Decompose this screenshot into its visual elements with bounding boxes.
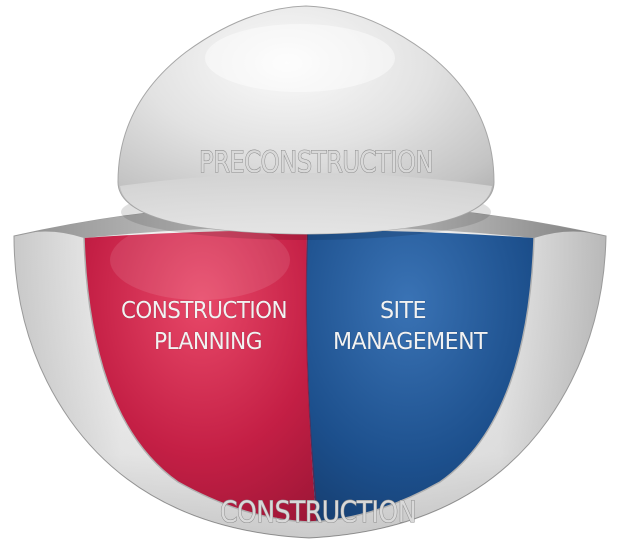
construction-planning-label-line1: CONSTRUCTION <box>121 298 287 324</box>
site-management-label-line1: SITE <box>380 298 426 324</box>
site-management-label-line2: MANAGEMENT <box>333 329 488 355</box>
construction-label: CONSTRUCTION <box>220 495 416 529</box>
construction-planning-label-line2: PLANNING <box>154 329 262 355</box>
preconstruction-label: PRECONSTRUCTION <box>199 145 433 179</box>
